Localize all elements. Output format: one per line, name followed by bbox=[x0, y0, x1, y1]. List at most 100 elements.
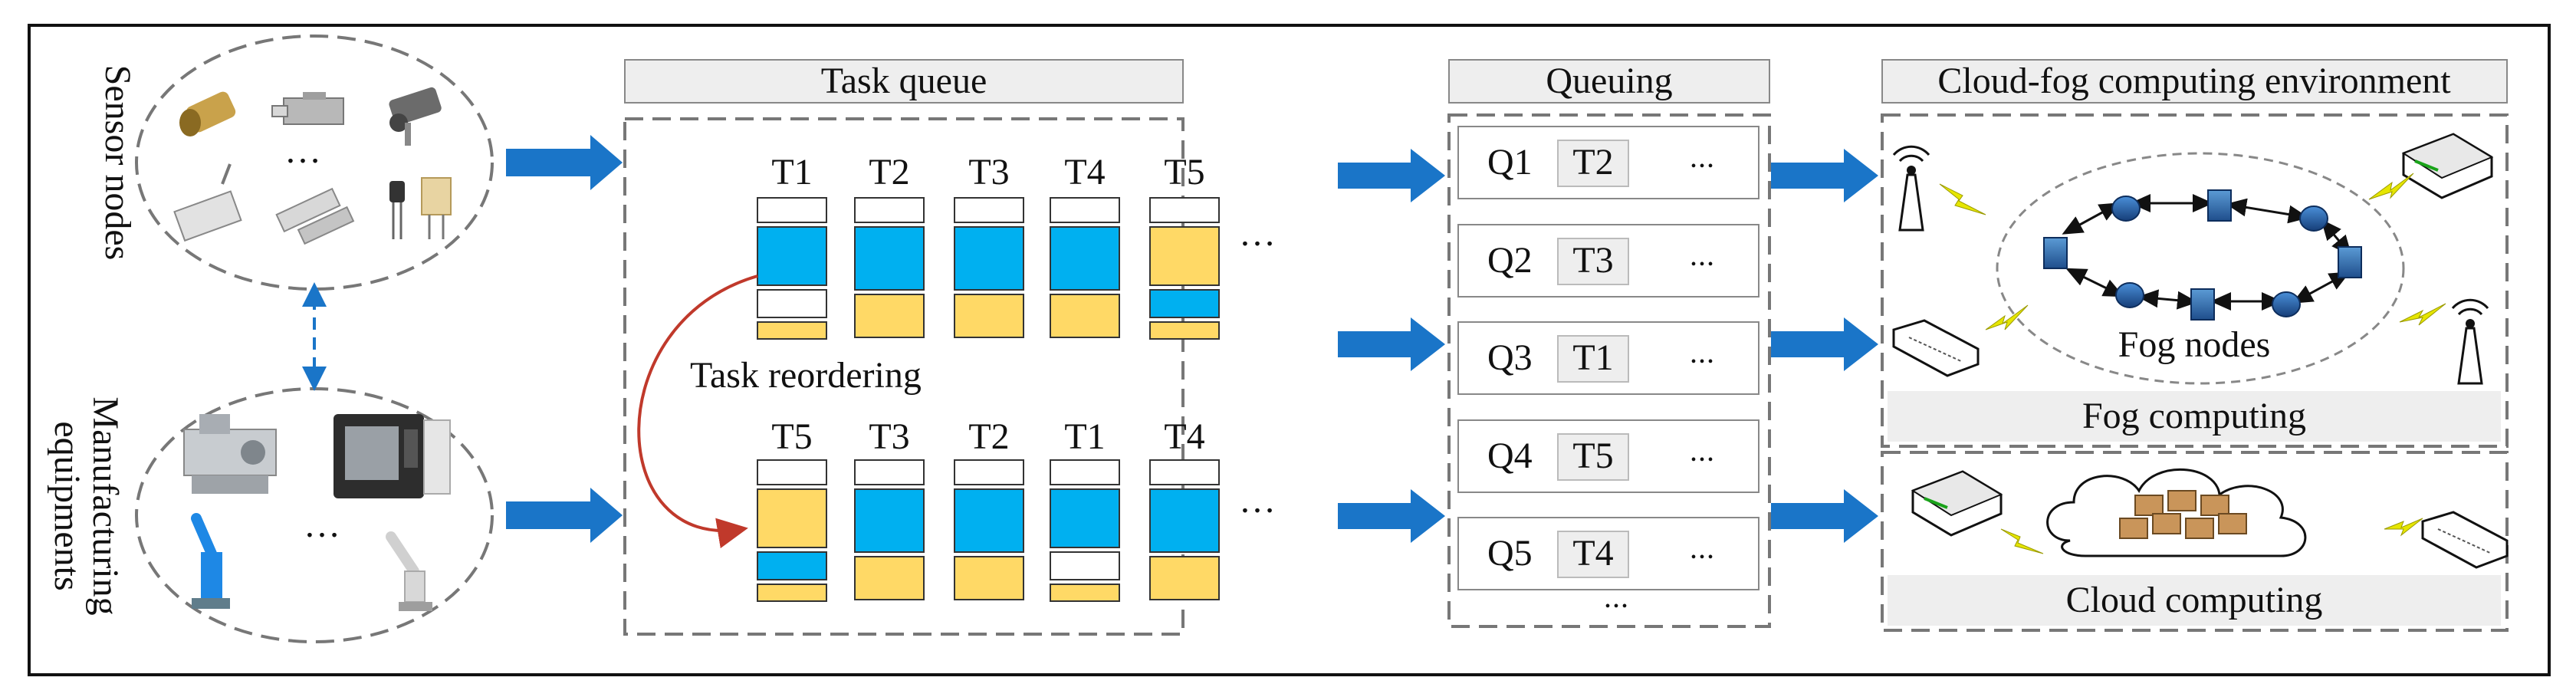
queue-task-label: T2 bbox=[1572, 142, 1613, 182]
reordered-segment-white bbox=[854, 459, 925, 485]
task-queue-title: Task queue bbox=[821, 61, 987, 101]
original-segment-yellow bbox=[1149, 226, 1220, 286]
fog-computing-label: Fog computing bbox=[2082, 396, 2306, 436]
reordered-segment-yellow bbox=[854, 556, 925, 600]
original-segment-blue bbox=[757, 226, 827, 286]
lathe-machine-icon bbox=[183, 414, 277, 494]
reordered-segment-yellow bbox=[1149, 556, 1220, 600]
queuing-title: Queuing bbox=[1546, 61, 1672, 101]
cnc-machine-icon bbox=[334, 414, 451, 498]
queue-task-label: T4 bbox=[1572, 533, 1613, 574]
antenna-left-icon bbox=[1892, 145, 1930, 232]
queue-task-label: T3 bbox=[1572, 240, 1613, 281]
queue-task-chip bbox=[1557, 433, 1629, 481]
queue-row-ellipsis: ••• bbox=[1691, 549, 1716, 566]
original-segment-yellow bbox=[757, 321, 827, 340]
queuing-ellipsis: ••• bbox=[1605, 598, 1630, 615]
original-segment-blue bbox=[1050, 226, 1120, 291]
fog-computing-band bbox=[1888, 391, 2501, 442]
reordered-task-label: T2 bbox=[968, 416, 1009, 457]
queue-task-chip bbox=[1557, 238, 1629, 285]
reordered-segment-yellow bbox=[757, 584, 827, 602]
queuing-box bbox=[1447, 113, 1771, 628]
task-reordering-label: Task reordering bbox=[690, 355, 922, 396]
antenna-right-icon bbox=[2451, 298, 2489, 385]
original-segment-white bbox=[757, 197, 827, 223]
original-segment-yellow bbox=[854, 294, 925, 338]
reordered-segment-white bbox=[757, 459, 827, 485]
reordered-task-label: T5 bbox=[771, 416, 812, 457]
queue-name: Q3 bbox=[1487, 337, 1533, 378]
manufacturing-label: Manufacturing bbox=[85, 396, 126, 615]
cloud-icon bbox=[2046, 468, 2307, 557]
reordered-segment-white bbox=[1050, 551, 1120, 580]
flow-arrow-q3-to-fog bbox=[1771, 317, 1878, 371]
queue-name: Q1 bbox=[1487, 142, 1533, 182]
reordered-segment-blue bbox=[854, 488, 925, 553]
flow-arrow-to-q3 bbox=[1338, 317, 1445, 371]
reordered-segment-blue bbox=[954, 488, 1024, 553]
fog-server-icon bbox=[2043, 237, 2068, 269]
queue-task-label: T5 bbox=[1572, 436, 1613, 476]
top-stacks-ellipsis: … bbox=[1239, 213, 1276, 254]
gateway-cloud-left-icon bbox=[1911, 470, 2003, 537]
fog-region bbox=[1881, 113, 2509, 448]
probe-sensor-icon bbox=[389, 181, 405, 239]
fog-server-icon bbox=[2190, 288, 2215, 321]
original-segment-blue bbox=[1149, 289, 1220, 318]
reordered-segment-blue bbox=[1149, 488, 1220, 553]
bottom-stacks-ellipsis: … bbox=[1239, 480, 1276, 521]
flow-arrow-q1-to-fog bbox=[1771, 149, 1878, 202]
queue-row-ellipsis: ••• bbox=[1691, 158, 1716, 175]
camera-icon bbox=[389, 87, 442, 146]
original-task-label: T2 bbox=[869, 152, 909, 192]
reordered-segment-yellow bbox=[757, 488, 827, 548]
solenoid-icon bbox=[271, 92, 344, 125]
original-segment-yellow bbox=[1050, 294, 1120, 338]
reordered-task-label: T3 bbox=[869, 416, 909, 457]
equipment-ellipsis: … bbox=[304, 505, 340, 545]
outer-frame bbox=[28, 24, 2551, 676]
queue-task-label: T1 bbox=[1572, 337, 1613, 378]
robot-arm-white-icon bbox=[386, 531, 432, 611]
fog-ring-links bbox=[2062, 194, 2352, 311]
humidity-sensor-icon bbox=[421, 177, 452, 239]
sensor-ellipsis: … bbox=[284, 130, 321, 171]
queue-task-chip bbox=[1557, 531, 1629, 578]
cloud-computing-label: Cloud computing bbox=[2066, 580, 2323, 620]
queue-task-chip bbox=[1557, 140, 1629, 187]
cloud-computing-band bbox=[1888, 575, 2501, 626]
original-task-label: T5 bbox=[1164, 152, 1204, 192]
queue-row-ellipsis: ••• bbox=[1691, 256, 1716, 273]
reordered-segment-blue bbox=[1050, 488, 1120, 548]
flow-arrow-to-q5 bbox=[1338, 489, 1445, 543]
original-segment-white bbox=[954, 197, 1024, 223]
flow-arrow-equipment bbox=[506, 488, 623, 543]
original-segment-blue bbox=[854, 226, 925, 291]
original-segment-yellow bbox=[1149, 321, 1220, 340]
reordered-segment-yellow bbox=[954, 556, 1024, 600]
task-reordering-arrow bbox=[637, 275, 758, 548]
queue-name: Q4 bbox=[1487, 436, 1533, 476]
fog-router-icon bbox=[2272, 291, 2301, 317]
reordered-task-label: T4 bbox=[1164, 416, 1204, 457]
fog-router-icon bbox=[2111, 196, 2141, 222]
env-header bbox=[1881, 59, 2508, 104]
queuing-header bbox=[1448, 59, 1770, 104]
wireless-link-icons bbox=[1939, 173, 2446, 554]
sensor-nodes-label: Sensor nodes bbox=[97, 65, 138, 261]
queue-task-chip bbox=[1557, 335, 1629, 383]
task-queue-header bbox=[624, 59, 1184, 104]
fog-router-icon bbox=[2299, 205, 2328, 232]
flow-arrow-sensors bbox=[506, 135, 623, 190]
original-segment-yellow bbox=[954, 294, 1024, 338]
task-queue-box bbox=[623, 117, 1184, 636]
equipments-label: equipments bbox=[47, 421, 87, 590]
fog-server-icon bbox=[2207, 189, 2232, 222]
reordered-segment-white bbox=[954, 459, 1024, 485]
reordered-task-label: T1 bbox=[1064, 416, 1105, 457]
original-segment-white bbox=[757, 289, 827, 318]
